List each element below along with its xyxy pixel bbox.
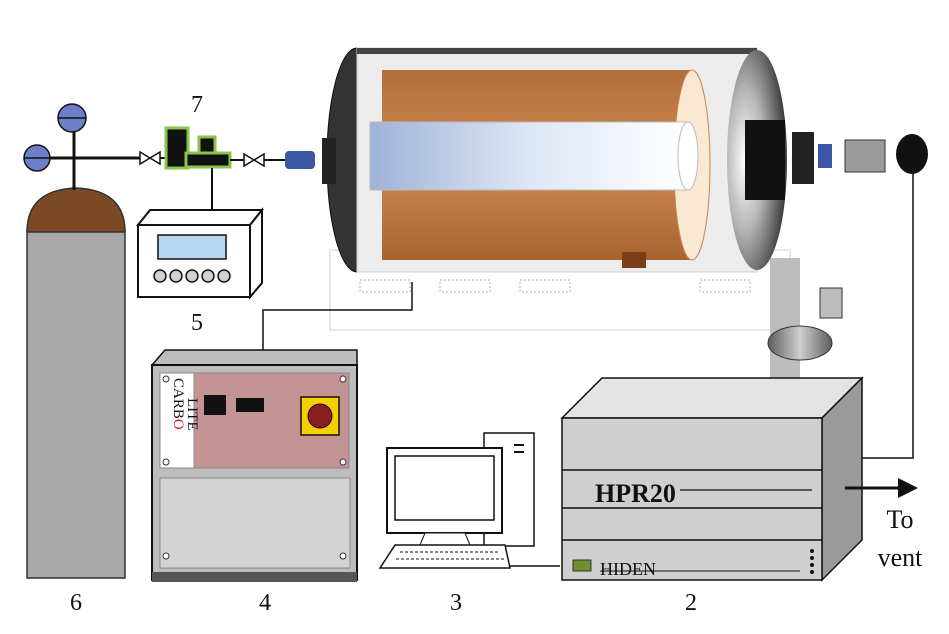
- vent-arrow-icon: [845, 478, 918, 498]
- quartz-tube: [369, 121, 689, 191]
- temperature-display: [204, 395, 226, 415]
- vent-label-line1: To: [886, 505, 913, 534]
- brand-text-lite: LITE: [184, 398, 200, 430]
- tube-furnace: [285, 47, 928, 388]
- status-led: [572, 559, 592, 572]
- brand-plate: [159, 372, 195, 469]
- label-5: 5: [191, 310, 203, 336]
- needle-valve-right-icon: [230, 152, 285, 168]
- readout-screen: [157, 234, 227, 260]
- gas-cylinder: [23, 103, 140, 579]
- thermocouple-wire: [262, 282, 413, 350]
- furnace-controller: CARBO LITE: [150, 349, 358, 582]
- mass-flow-controller: [164, 126, 232, 210]
- sample-boat: [622, 252, 646, 268]
- label-4: 4: [259, 590, 271, 616]
- computer: [378, 432, 535, 569]
- exhaust-gas-line: [862, 172, 914, 459]
- flow-controller-readout: [135, 207, 265, 300]
- brand-name: HIDEN: [600, 559, 656, 579]
- cylinder-body: [26, 229, 126, 579]
- power-knob-icon: [307, 403, 333, 429]
- cylinder-cap: [26, 187, 126, 233]
- mass-spectrometer: HPR20 HIDEN: [560, 287, 864, 582]
- label-7: 7: [191, 92, 203, 118]
- label-2: 2: [685, 590, 697, 616]
- model-name: HPR20: [595, 479, 676, 508]
- label-3: 3: [450, 590, 462, 616]
- needle-valve-icon: [139, 150, 168, 166]
- brand-text: CARBO: [170, 378, 186, 430]
- label-6: 6: [70, 590, 82, 616]
- keyboard: [378, 544, 511, 569]
- vent-label-line2: vent: [878, 543, 924, 572]
